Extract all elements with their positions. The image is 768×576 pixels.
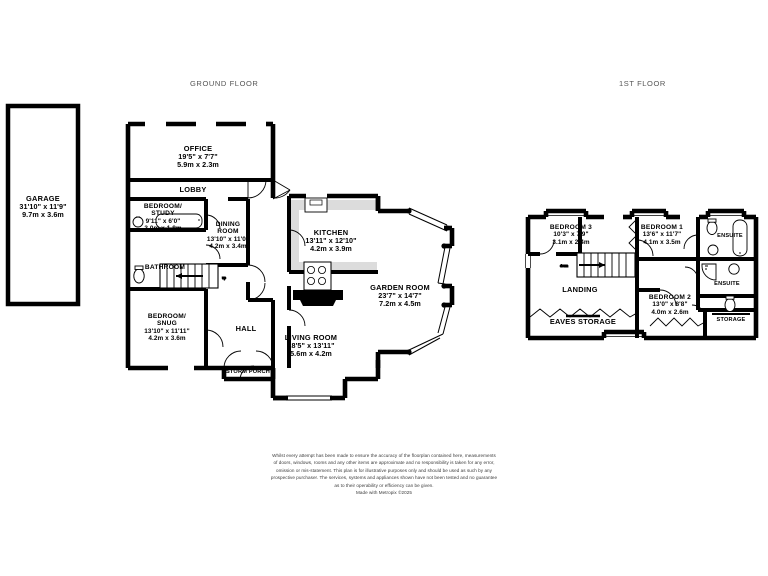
room-dimension-imperial: 13'0" x 8'8" [652, 301, 688, 309]
room-name: GARAGE [26, 194, 60, 203]
room-label-eaves-storage: EAVES STORAGE [549, 317, 617, 326]
room-label-bedroom-study: BEDROOM/ STUDY 9'11" x 6'0" 3.0m x 1.8m [144, 203, 182, 232]
svg-text:up: up [222, 276, 226, 280]
first-floor-windows [525, 212, 744, 337]
room-dimension-metric: 5.9m x 2.3m [177, 160, 219, 170]
ensuite-fixtures [701, 218, 748, 312]
room-label-office: OFFICE 19'5" x 7'7" 5.9m x 2.3m [177, 144, 219, 170]
room-dimension-imperial: 19'5" x 7'7" [178, 152, 218, 162]
room-name: OFFICE [183, 144, 213, 153]
stairwell-zigzag [628, 218, 638, 252]
disclaimer-block: Whilst every attempt has been made to en… [0, 452, 768, 497]
room-dimension-metric: 3.1m x 2.4m [552, 238, 590, 246]
room-label-bedroom-3: BEDROOM 3 10'3" x 7'9" 3.1m x 2.4m [550, 224, 592, 246]
bedroom2-eaves-zigzag [649, 317, 706, 327]
room-dimension-imperial: 31'10" x 11'9" [19, 202, 67, 212]
bathroom-fixtures [132, 213, 203, 284]
room-dimension-metric: 3.0m x 1.8m [144, 224, 182, 232]
room-name: LANDING [562, 285, 598, 294]
room-name: GARDEN ROOM [370, 283, 430, 292]
disclaimer-credit: Made with Metropix ©2025 [356, 490, 412, 496]
room-label-dining-room: DINING ROOM 13'10" x 11'0" 4.2m x 3.4m [207, 221, 249, 250]
room-label-ensuite-lower: ENSUITE [714, 281, 740, 287]
room-name: LOBBY [179, 185, 207, 194]
room-name: BATHROOM [144, 264, 186, 271]
room-name: BEDROOM/ [147, 313, 187, 320]
room-dimension-imperial: 13'6" x 11'7" [642, 231, 682, 239]
room-dimension-imperial: 23'7" x 14'7" [378, 291, 422, 301]
room-name: DINING [215, 221, 241, 228]
room-name: STORAGE [716, 317, 746, 323]
room-name: LIVING ROOM [284, 333, 338, 342]
room-label-garage: GARAGE 31'10" x 11'9" 9.7m x 3.6m [19, 194, 67, 220]
room-dimension-imperial: 13'10" x 11'0" [206, 235, 250, 243]
disclaimer-line-4: prospective purchaser. The services, sys… [270, 475, 498, 481]
garden-room-bay-nodes [406, 208, 450, 355]
first-floor-title: 1ST FLOOR [619, 79, 666, 88]
room-dimension-imperial: 18'5" x 13'11" [287, 341, 335, 351]
kitchen-worktop [291, 200, 377, 272]
room-label-hall: HALL [235, 324, 257, 333]
garage-outline [5, 103, 81, 307]
room-name-line2: STUDY [151, 210, 175, 218]
disclaimer-line-5: as to their operability or efficiency ca… [334, 482, 434, 488]
ground-floor-doors [205, 179, 306, 380]
room-name: BEDROOM 1 [640, 224, 684, 231]
room-label-ensuite-upper: ENSUITE [717, 233, 743, 239]
room-label-garden-room: GARDEN ROOM 23'7" x 14'7" 7.2m x 4.5m [370, 283, 430, 309]
room-label-landing: LANDING [562, 285, 598, 294]
room-dimension-metric: 4.2m x 3.6m [148, 334, 186, 342]
room-label-bedroom-2: BEDROOM 2 13'0" x 8'8" 4.0m x 2.6m [649, 294, 691, 316]
room-dimension-metric: 4.2m x 3.9m [310, 244, 352, 254]
first-floor-staircase: down [560, 252, 636, 278]
room-name: EAVES STORAGE [549, 317, 617, 326]
room-name: BEDROOM/ [143, 203, 183, 210]
room-name: BEDROOM 2 [648, 294, 692, 301]
room-dimension-metric: 4.1m x 3.5m [643, 238, 681, 246]
room-label-bedroom-1: BEDROOM 1 13'6" x 11'7" 4.1m x 3.5m [641, 224, 683, 246]
living-room-bay-windows [273, 395, 332, 401]
room-label-lobby: LOBBY [179, 185, 207, 194]
room-label-kitchen: KITCHEN 13'11" x 12'10" 4.2m x 3.9m [305, 228, 357, 254]
room-dimension-metric: 5.6m x 4.2m [290, 349, 332, 359]
room-dimension-imperial: 10'3" x 7'9" [553, 231, 589, 239]
room-dimension-metric: 4.2m x 3.4m [209, 242, 247, 250]
room-dimension-metric: 7.2m x 4.5m [379, 299, 421, 309]
room-label-storm-porch: STORM PORCH [226, 369, 270, 375]
disclaimer-line-2: of doors, windows, rooms and any other i… [273, 460, 495, 466]
room-label-bathroom: BATHROOM [145, 264, 185, 271]
room-name-line2: SNUG [156, 320, 178, 328]
room-name-line2: ROOM [217, 228, 239, 236]
svg-text:down: down [560, 264, 568, 268]
kitchen-fixtures [293, 197, 343, 306]
ground-floor-staircase: up [159, 263, 227, 289]
room-name: STORM PORCH [225, 369, 271, 375]
ground-floor-title: GROUND FLOOR [190, 79, 259, 88]
room-label-living-room: LIVING ROOM 18'5" x 13'11" 5.6m x 4.2m [284, 333, 338, 359]
first-floor-outer-walls [525, 208, 759, 341]
room-name: HALL [235, 324, 257, 333]
first-floor-doors [539, 234, 706, 319]
eaves-storage-boundary [529, 308, 638, 318]
disclaimer-line-1: Whilst every attempt has been made to en… [272, 453, 496, 458]
room-dimension-imperial: 9'11" x 6'0" [145, 217, 181, 225]
room-name: ENSUITE [717, 233, 743, 239]
room-dimension-metric: 4.0m x 2.6m [651, 308, 689, 316]
room-name: ENSUITE [714, 281, 740, 287]
disclaimer-line-3: omission or mis-statement. This plan is … [275, 467, 493, 473]
room-label-storage: STORAGE [717, 317, 746, 323]
room-name: KITCHEN [313, 228, 349, 237]
room-label-bedroom-snug: BEDROOM/ SNUG 13'10" x 11'11" 4.2m x 3.6… [144, 313, 189, 342]
room-name: BEDROOM 3 [549, 224, 593, 231]
room-dimension-imperial: 13'11" x 12'10" [305, 236, 357, 246]
room-dimension-imperial: 13'10" x 11'11" [144, 327, 190, 335]
room-dimension-metric: 9.7m x 3.6m [22, 210, 64, 220]
